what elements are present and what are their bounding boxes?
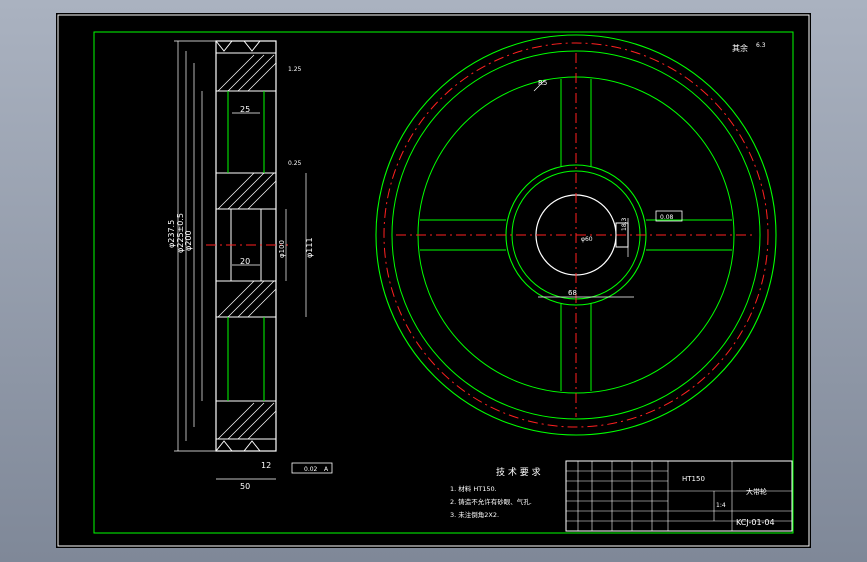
inner-frame [93,31,794,534]
drawing-svg: φ237.5 φ225±0.5 φ200 φ100 φ111 50 25 20 … [57,14,810,547]
dim-hub: φ111 [305,237,314,258]
tolerance-value: 0.02 [304,466,318,473]
dim-root-diameter: φ200 [184,230,193,251]
title-drawing-no: KCJ-01-04 [736,518,775,527]
outer-circle [375,34,777,436]
dim-bore: φ100 [278,240,286,258]
outer-frame [57,14,810,547]
title-part-name: 大带轮 [746,487,767,496]
dim-pitch-diameter: φ225±0.5 [176,213,185,253]
technical-notes: 技 术 要 求 1. 材料 HT150. 2. 铸造不允许有砂眼、气孔. 3. … [450,466,541,519]
note-2: 2. 铸造不允许有砂眼、气孔. [450,497,532,506]
lower-hub-hatch [215,280,277,318]
pos-tol-value: 0.08 [660,214,674,221]
tolerance-frame [291,462,333,474]
chamfer-top: 1.25 [288,66,302,73]
datum-label: A [324,466,329,473]
bottom-hatch [215,400,277,440]
dim-width-50: 50 [240,482,250,491]
bore-dim: φ60 [581,236,593,243]
title-block: HT150 大带轮 KCJ-01-04 1:4 [565,460,793,532]
title-scale: 1:4 [716,502,726,509]
upper-hub-hatch [215,172,277,210]
key-width-dim: 68 [568,289,577,297]
dim-outer-diameter: φ237.5 [167,220,176,248]
front-view: R5 68 18.3 φ60 0.08 [375,34,777,436]
pitch-circle [383,42,769,428]
radius-label: R5 [538,79,547,87]
dim-slot-20: 20 [240,257,250,266]
pos-tol-frame [655,210,683,222]
drawing-canvas[interactable]: φ237.5 φ225±0.5 φ200 φ100 φ111 50 25 20 … [56,13,811,548]
notes-heading: 技 术 要 求 [496,466,541,478]
left-section-view: φ237.5 φ225±0.5 φ200 φ100 φ111 50 25 20 … [167,40,333,491]
bottom-grooves [215,440,272,452]
rim-outline [215,40,277,452]
rim-circle [391,50,761,420]
title-material: HT150 [682,475,705,483]
top-hatch [215,52,277,92]
roughness-note: 其余 [732,43,748,53]
dim-12: 12 [261,461,271,470]
note-1: 1. 材料 HT150. [450,484,497,493]
chamfer-mid: 0.25 [288,160,302,167]
top-grooves [215,40,272,52]
key-depth-dim: 18.3 [621,217,628,231]
note-3: 3. 未注倒角2X2. [450,510,499,519]
roughness-value: 6.3 [756,42,766,49]
dim-groove-25: 25 [240,105,250,114]
